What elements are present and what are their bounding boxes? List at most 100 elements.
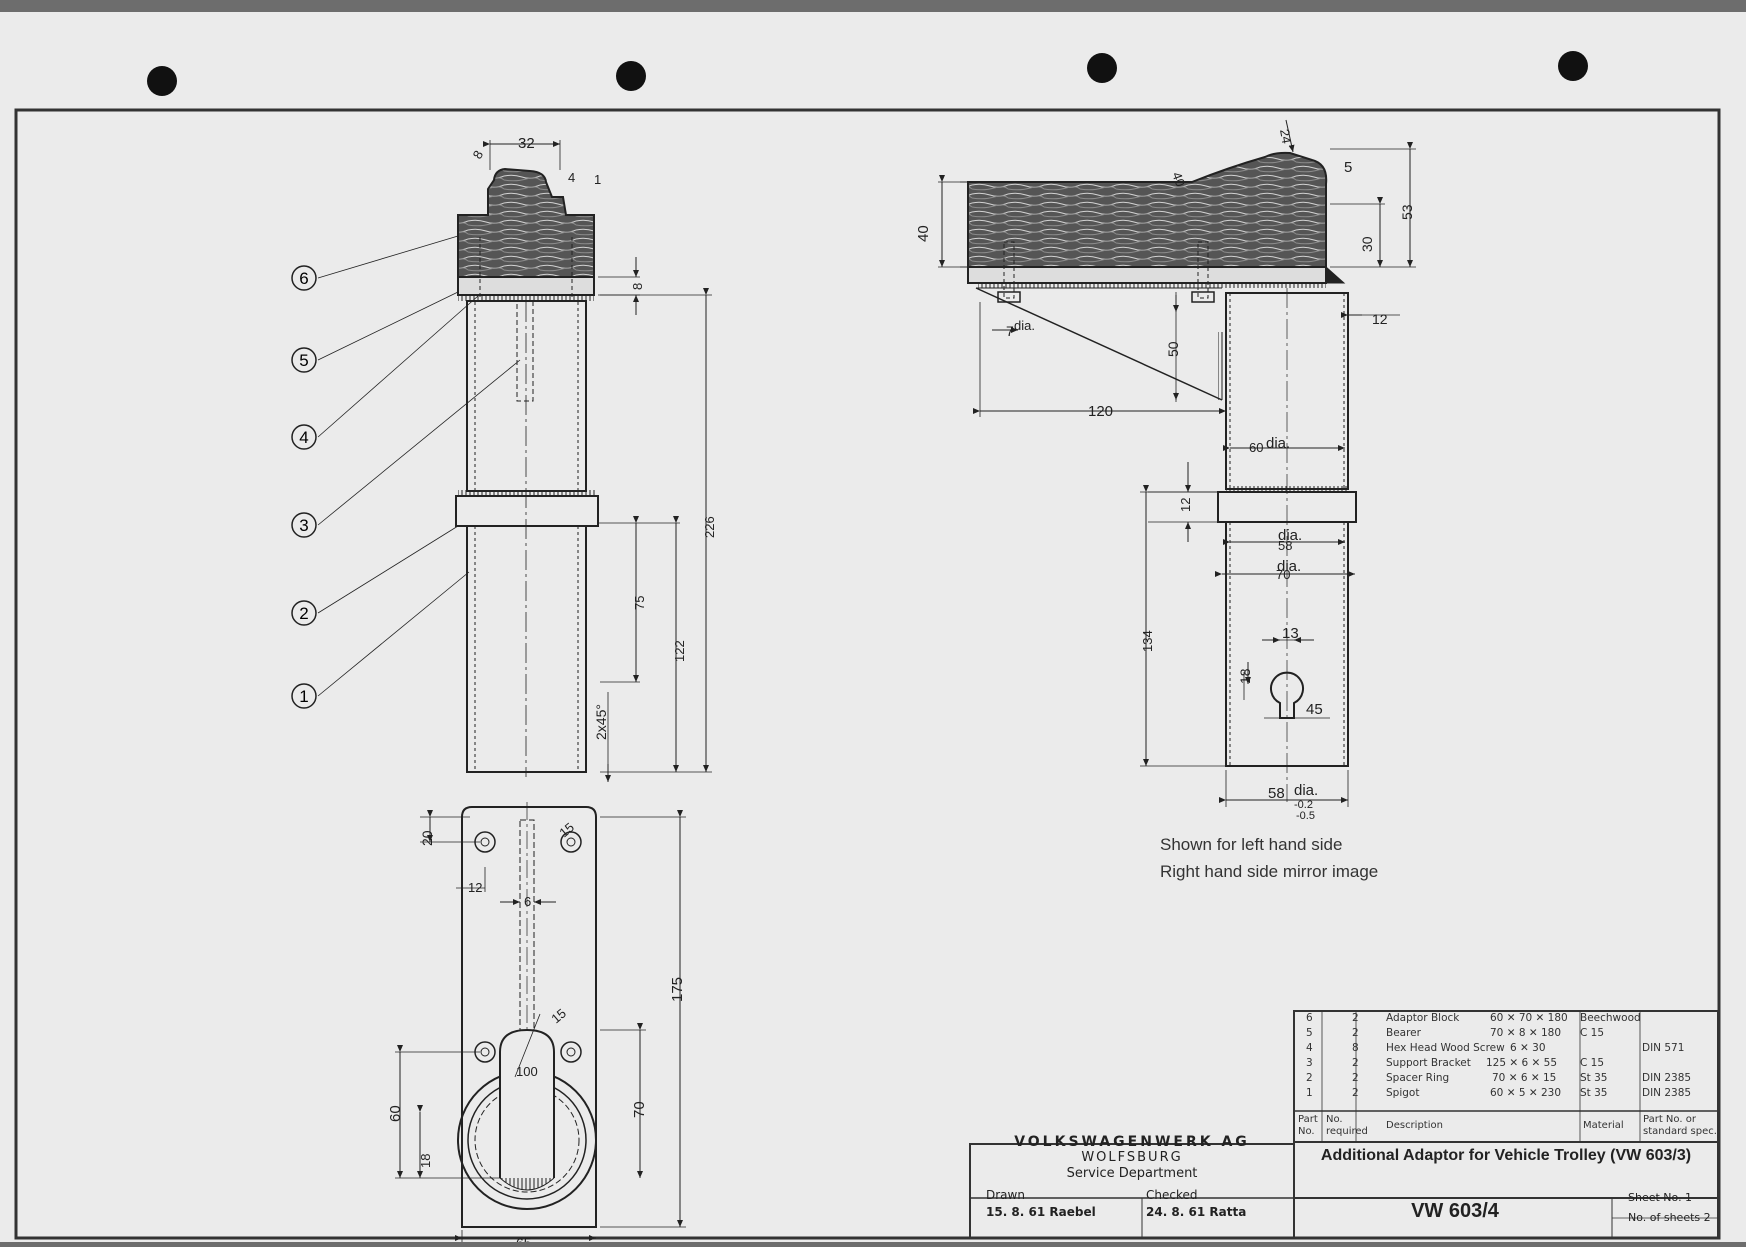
dim-70: 70	[1276, 567, 1290, 582]
dim-4: 4	[568, 170, 575, 185]
title-block-lines	[969, 1010, 1719, 1239]
dim-226: 226	[702, 516, 717, 538]
part-material: St 35	[1580, 1087, 1608, 1099]
punch-hole	[616, 61, 646, 91]
dim-40-radius: 40	[1169, 170, 1188, 189]
dim-1: 1	[594, 172, 601, 187]
part-desc: Support Bracket	[1386, 1057, 1471, 1069]
dim-7: 7	[1006, 323, 1014, 339]
header-no-required: No. required	[1326, 1114, 1368, 1137]
dim-12-bearer: 12	[1372, 311, 1388, 327]
part-dims: 125 ✕ 6 ✕ 55	[1486, 1057, 1558, 1069]
callout-5: 5	[299, 351, 308, 370]
top-view	[395, 802, 686, 1242]
dim-8: 8	[630, 283, 645, 290]
dim-122: 122	[672, 640, 687, 662]
header-material: Material	[1583, 1120, 1624, 1131]
dim-15-lower: 15	[548, 1006, 569, 1027]
bearer-front	[967, 266, 1327, 284]
sheet-number: Sheet No. 1	[1628, 1191, 1693, 1204]
dim-65: 65	[516, 1235, 532, 1242]
dim-12-ring: 12	[1178, 498, 1193, 512]
drawn-value: 15. 8. 61 Raebel	[986, 1205, 1096, 1219]
callout-4: 4	[299, 428, 308, 447]
dim-45: 45	[1306, 701, 1323, 718]
part-no: 5	[1306, 1027, 1313, 1039]
dim-tol-lower: -0.5	[1296, 810, 1315, 822]
company-name: VOLKSWAGENWERK AG	[1014, 1134, 1250, 1150]
dim-53: 53	[1399, 204, 1415, 220]
dim-15-upper: 15	[556, 820, 577, 841]
part-no: 6	[1306, 1012, 1313, 1024]
punch-hole	[1558, 51, 1588, 81]
part-no: 4	[1306, 1042, 1313, 1054]
drawing-title: Additional Adaptor for Vehicle Trolley (…	[1320, 1147, 1692, 1164]
part-no: 2	[1306, 1072, 1313, 1084]
part-dims: 70 ✕ 6 ✕ 15	[1492, 1072, 1557, 1084]
part-std: DIN 2385	[1642, 1087, 1692, 1099]
note-mirror: Right hand side mirror image	[1160, 862, 1379, 881]
part-material: St 35	[1580, 1072, 1608, 1084]
part-qty: 2	[1352, 1012, 1359, 1024]
checked-label: Checked	[1146, 1188, 1198, 1202]
dim-12: 12	[468, 880, 482, 895]
dim-tol-upper: -0.2	[1294, 799, 1313, 811]
bearer-plate	[457, 276, 595, 296]
dim-40: 40	[915, 225, 932, 242]
spacer-ring	[455, 495, 599, 527]
part-dims: 60 ✕ 70 ✕ 180	[1490, 1012, 1568, 1024]
dim-6: 6	[524, 894, 531, 909]
part-desc: Hex Head Wood Screw	[1386, 1042, 1505, 1054]
callout-6: 6	[299, 269, 308, 288]
part-desc: Spigot	[1386, 1087, 1420, 1099]
side-view-dims: 32 8 4 1 8 226 75 122 2x45°	[470, 135, 717, 740]
dim-60-dia: 60	[1249, 440, 1263, 455]
callout-1: 1	[299, 687, 308, 706]
dim-dia-small: dia.	[1014, 318, 1035, 333]
part-qty: 2	[1352, 1057, 1359, 1069]
part-qty: 2	[1352, 1087, 1359, 1099]
adaptor-block-front	[967, 151, 1328, 268]
support-bracket-line	[975, 287, 1223, 401]
dim-dia-60: dia.	[1266, 435, 1290, 452]
spigot-lower	[466, 525, 587, 773]
part-dims: 70 ✕ 8 ✕ 180	[1490, 1027, 1562, 1039]
front-view	[938, 119, 1416, 807]
bracket-outline	[461, 806, 597, 1228]
dim-30: 30	[1359, 236, 1375, 252]
dim-5: 5	[1344, 159, 1352, 176]
header-description: Description	[1386, 1120, 1443, 1131]
part-no: 3	[1306, 1057, 1313, 1069]
part-desc: Bearer	[1386, 1027, 1421, 1039]
drawing-sheet: 6 5 4 3 2 1 32 8 4 1 8 226 75 122 2x45°	[0, 12, 1746, 1247]
drawing-canvas: 6 5 4 3 2 1 32 8 4 1 8 226 75 122 2x45°	[14, 51, 1721, 1247]
spigot-upper	[466, 300, 587, 492]
dim-dia-58: dia.	[1278, 527, 1302, 544]
header-standard: Part No. or standard spec.	[1643, 1114, 1717, 1137]
part-qty: 2	[1352, 1072, 1359, 1084]
part-desc: Spacer Ring	[1386, 1072, 1450, 1084]
part-no: 1	[1306, 1087, 1313, 1099]
dim-58: 58	[1278, 538, 1292, 553]
dim-dia-58-lower: dia.	[1294, 782, 1318, 799]
dim-120: 120	[1088, 403, 1113, 420]
punch-hole	[147, 66, 177, 96]
part-std: DIN 571	[1642, 1042, 1685, 1054]
dim-18-slot: 18	[1237, 668, 1253, 684]
checked-value: 24. 8. 61 Ratta	[1146, 1205, 1247, 1219]
dim-100: 100	[516, 1064, 538, 1079]
dim-134: 134	[1140, 630, 1155, 652]
dim-18: 18	[418, 1154, 433, 1168]
slot-outline	[499, 1028, 555, 1178]
callouts: 6 5 4 3 2 1	[291, 265, 317, 709]
side-view	[317, 140, 712, 782]
adaptor-block	[457, 167, 595, 278]
callout-3: 3	[299, 516, 308, 535]
company-city: WOLFSBURG	[1081, 1150, 1183, 1165]
part-qty: 8	[1352, 1042, 1359, 1054]
part-std: DIN 2385	[1642, 1072, 1692, 1084]
border-frame	[14, 108, 1721, 1240]
drawn-label: Drawn	[986, 1188, 1025, 1202]
dim-20: 20	[419, 830, 435, 846]
part-material: Beechwood	[1580, 1012, 1641, 1024]
